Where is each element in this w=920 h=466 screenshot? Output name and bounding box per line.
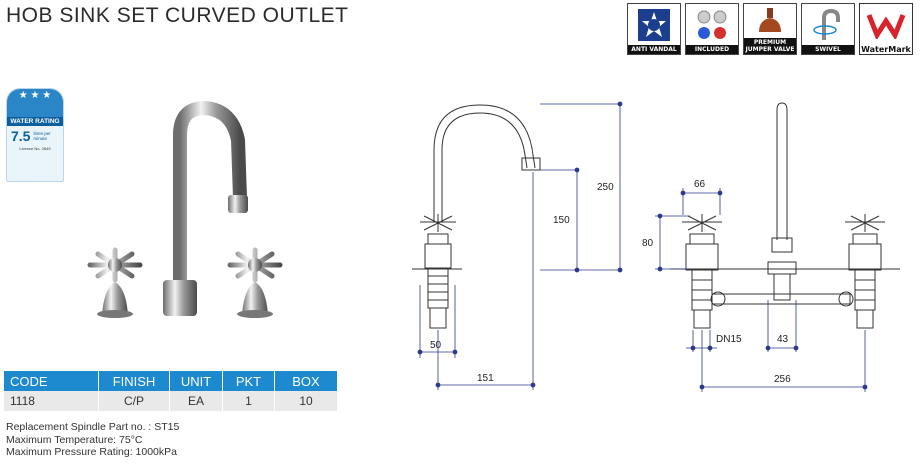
- cell-box: 10: [274, 391, 337, 411]
- swivel-icon: [813, 8, 840, 40]
- dim-80: 80: [642, 238, 654, 249]
- cell-finish: C/P: [98, 391, 170, 411]
- side-view-drawing: [412, 104, 541, 329]
- badge-watermark: WaterMark: [859, 3, 913, 55]
- badge-caption: PREMIUM JUMPER VALVE: [744, 38, 796, 54]
- badge-included: INCLUDED: [685, 3, 739, 55]
- product-photo: [87, 100, 283, 318]
- dim-150: 150: [553, 215, 570, 226]
- jumper-valve-icon: [759, 8, 781, 32]
- note-pressure: Maximum Pressure Rating: 1000kPa: [6, 446, 177, 458]
- dim-66: 66: [694, 179, 706, 190]
- handles-icon: [697, 10, 727, 39]
- tap-handle-left: [87, 247, 143, 318]
- dimension-lines: [417, 101, 868, 392]
- badge-anti-vandal: ANTI VANDAL: [627, 3, 681, 55]
- page-title: HOB SINK SET CURVED OUTLET: [6, 4, 349, 27]
- badge-swivel: SWIVEL: [801, 3, 855, 55]
- front-view-drawing: [670, 102, 900, 329]
- cell-pkt: 1: [222, 391, 275, 411]
- spec-table: CODE FINISH UNIT PKT BOX 1118 C/P EA 1 1…: [4, 371, 337, 411]
- header-box: BOX: [274, 371, 337, 391]
- header-unit: UNIT: [169, 371, 223, 391]
- badge-jumper-valve: PREMIUM JUMPER VALVE: [743, 3, 797, 55]
- dim-43: 43: [777, 334, 789, 345]
- spec-notes: Replacement Spindle Part no. : ST15 Maxi…: [6, 421, 179, 459]
- badge-caption: WaterMark: [860, 45, 912, 54]
- note-temperature: Maximum Temperature: 75°C: [6, 433, 143, 446]
- header-pkt: PKT: [222, 371, 275, 391]
- water-rating-band: WATER RATING: [7, 117, 63, 126]
- cell-unit: EA: [169, 391, 223, 411]
- dim-250: 250: [597, 182, 614, 193]
- badge-caption: INCLUDED: [686, 45, 738, 54]
- dim-dn15: DN15: [716, 334, 742, 345]
- note-spindle: Replacement Spindle Part no. : ST15: [6, 421, 180, 433]
- tap-handle-right: [227, 247, 283, 318]
- dim-256: 256: [774, 374, 791, 385]
- water-rating-unit: litres per minute: [33, 131, 51, 141]
- dim-50: 50: [430, 340, 442, 351]
- header-code: CODE: [4, 371, 99, 391]
- water-rating-label: ★ ★ ★ WATER RATING 7.5 litres per minute…: [6, 88, 64, 182]
- watermark-logo: [866, 13, 906, 39]
- rating-stars-icon: ★ ★ ★: [7, 89, 63, 117]
- water-rating-value: 7.5: [11, 128, 31, 144]
- header-finish: FINISH: [98, 371, 170, 391]
- dim-151: 151: [477, 373, 494, 384]
- table-row: 1118 C/P EA 1 10: [4, 391, 337, 411]
- spec-table-header: CODE FINISH UNIT PKT BOX: [4, 371, 337, 391]
- anti-vandal-icon: [638, 8, 670, 41]
- water-rating-licence: Licence No. 2849: [19, 146, 51, 151]
- cell-code: 1118: [4, 391, 99, 411]
- feature-badges: ANTI VANDAL INCLUDED PREMIUM JUMPER VALV…: [627, 3, 913, 55]
- badge-caption: SWIVEL: [802, 45, 854, 54]
- badge-caption: ANTI VANDAL: [628, 45, 680, 54]
